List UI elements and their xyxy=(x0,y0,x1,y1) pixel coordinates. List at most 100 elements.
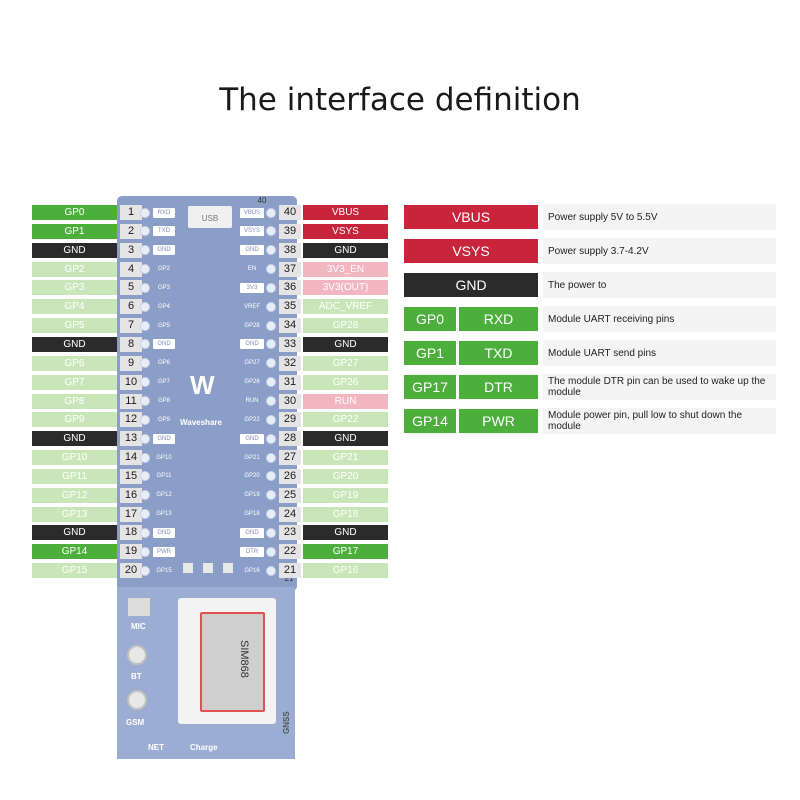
debug-pad xyxy=(203,563,213,573)
pin-silk: VSYS xyxy=(240,226,264,237)
pin-label: GP0 xyxy=(32,205,117,220)
pin-pad xyxy=(266,301,276,312)
pin-silk: GND xyxy=(153,339,175,350)
pin-number: 36 xyxy=(279,280,301,296)
pin-label: ADC_VREF xyxy=(303,299,388,315)
pin-number: 21 xyxy=(279,563,301,579)
chip-name: SIM868 xyxy=(238,640,250,678)
waveshare-logo-icon: W xyxy=(190,370,215,400)
pin-silk: GP18 xyxy=(244,511,260,518)
mic-label: MIC xyxy=(131,622,146,631)
pin-silk: PWR xyxy=(153,546,175,557)
pin-pad xyxy=(266,264,276,275)
pin-silk: GND xyxy=(240,339,264,350)
net-label: NET xyxy=(148,743,164,752)
pin-label: GP5 xyxy=(32,318,117,334)
legend-tag: GP1 xyxy=(404,341,456,365)
bt-antenna-icon xyxy=(127,645,147,665)
pin-silk: GP22 xyxy=(244,416,260,423)
pin-number: 9 xyxy=(120,355,142,371)
pin-silk: GP13 xyxy=(156,511,172,518)
pin-number: 38 xyxy=(279,242,301,258)
pin-label: GND xyxy=(303,242,388,258)
pin-silk: RXD xyxy=(153,207,175,218)
pin-label: GP12 xyxy=(32,487,117,503)
pin-number: 26 xyxy=(279,468,301,484)
pin-pad xyxy=(140,490,150,501)
debug-pad xyxy=(223,563,233,573)
pin-label: 3V3(OUT) xyxy=(303,280,388,296)
pin-number: 8 xyxy=(120,336,142,352)
pin-pad xyxy=(266,339,276,350)
pin-pad xyxy=(140,565,150,576)
pin-number: 34 xyxy=(279,318,301,334)
pin-number: 13 xyxy=(120,431,142,447)
pin-number: 1 xyxy=(120,205,142,220)
pin-silk: GND xyxy=(153,245,175,256)
pico-board xyxy=(117,196,297,591)
legend-description: Module UART send pins xyxy=(543,340,776,366)
pin-pad xyxy=(266,414,276,425)
pin-silk: GP16 xyxy=(244,567,260,574)
pin-silk: TXD xyxy=(153,226,175,237)
pin-pad xyxy=(266,245,276,256)
pin-number: 29 xyxy=(279,412,301,428)
pin-silk: GP12 xyxy=(156,492,172,499)
pin-number: 10 xyxy=(120,374,142,390)
pin-silk: GP26 xyxy=(244,379,260,386)
pin-number: 22 xyxy=(279,544,301,560)
pin-label: GP1 xyxy=(32,223,117,239)
pin-label: GP2 xyxy=(32,261,117,277)
sim868-chip xyxy=(200,612,265,712)
pin-number: 39 xyxy=(279,223,301,239)
pin-silk: GP6 xyxy=(157,360,170,367)
legend-function: RXD xyxy=(459,307,538,331)
pin-pad xyxy=(140,433,150,444)
pin-pad xyxy=(266,433,276,444)
pin-pad xyxy=(140,245,150,256)
pin-number: 30 xyxy=(279,393,301,409)
pin-number: 32 xyxy=(279,355,301,371)
pin-label: GP17 xyxy=(303,544,388,560)
pin-silk: GND xyxy=(240,245,264,256)
pin-label: GP4 xyxy=(32,299,117,315)
pin-silk: VBUS xyxy=(240,207,264,218)
pin-label: GND xyxy=(32,525,117,541)
pin-number: 28 xyxy=(279,431,301,447)
pin-label: GP22 xyxy=(303,412,388,428)
pin-label: GP3 xyxy=(32,280,117,296)
pin-number: 2 xyxy=(120,223,142,239)
pin-silk: GP10 xyxy=(156,454,172,461)
pin-label: GND xyxy=(303,525,388,541)
charge-label: Charge xyxy=(190,743,218,752)
pin-silk: VREF xyxy=(243,303,260,310)
pin-label: GND xyxy=(32,242,117,258)
pin-number: 20 xyxy=(120,563,142,579)
mic-connector xyxy=(128,598,150,616)
legend-tag: VSYS xyxy=(404,239,538,263)
pin-pad xyxy=(266,527,276,538)
pin-pad xyxy=(140,320,150,331)
pin-silk: GP15 xyxy=(156,567,172,574)
pin-number: 31 xyxy=(279,374,301,390)
pin-number: 4 xyxy=(120,261,142,277)
pin-label: GP11 xyxy=(32,468,117,484)
pin-silk: GP21 xyxy=(244,454,260,461)
pin-label: GP28 xyxy=(303,318,388,334)
pin-pad xyxy=(140,377,150,388)
pin-pad xyxy=(140,452,150,463)
pin-number: 27 xyxy=(279,450,301,466)
pin-pad xyxy=(266,471,276,482)
pin-pad xyxy=(140,358,150,369)
pin-number: 16 xyxy=(120,487,142,503)
pin-label: GP20 xyxy=(303,468,388,484)
pin-pad xyxy=(140,207,150,218)
pin-label: GP21 xyxy=(303,450,388,466)
pin-silk: GP27 xyxy=(244,360,260,367)
pin-label: GP18 xyxy=(303,506,388,522)
legend-tag: GP17 xyxy=(404,375,456,399)
pin-number: 17 xyxy=(120,506,142,522)
pin-number: 6 xyxy=(120,299,142,315)
pin-pad xyxy=(266,490,276,501)
pin-pad xyxy=(140,264,150,275)
